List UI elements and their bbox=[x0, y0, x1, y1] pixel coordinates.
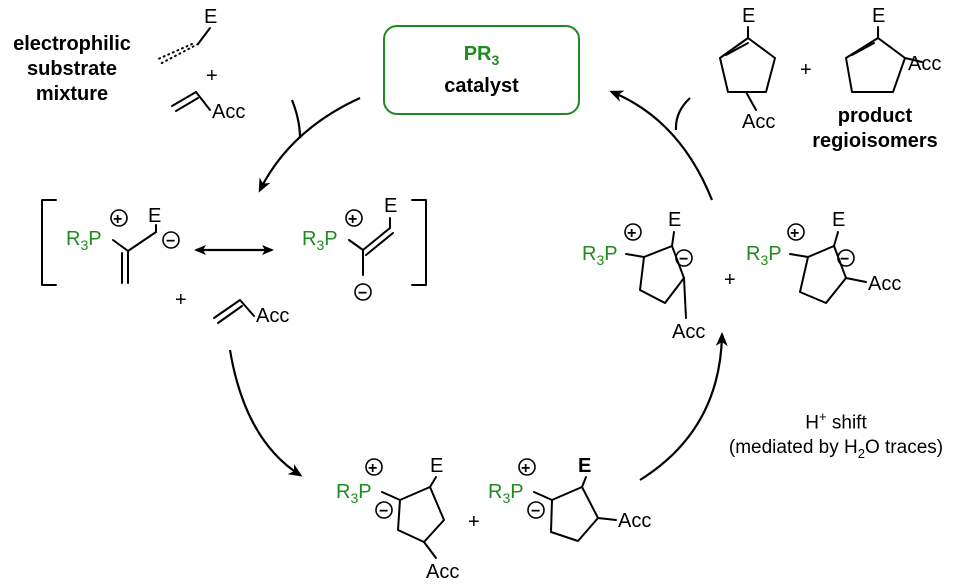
y1-minus-charge: − bbox=[679, 251, 688, 268]
y1-plus-charge: + bbox=[627, 225, 636, 242]
zA-E-label: E bbox=[148, 205, 161, 227]
catalyst-formula: PR3 bbox=[463, 43, 500, 68]
c1-minus-charge: − bbox=[379, 503, 388, 520]
product-regioisomer-2: E Acc bbox=[845, 5, 941, 93]
zA-plus-charge: + bbox=[113, 211, 122, 228]
acrylate2-acc-label: Acc bbox=[256, 305, 289, 327]
c1-plus-charge: + bbox=[368, 460, 377, 477]
allene-substrate: E bbox=[155, 6, 217, 65]
cycle-arrow-to-catalyst bbox=[609, 90, 714, 201]
product1-acc-label: Acc bbox=[742, 111, 775, 133]
products-label: product regioisomers bbox=[790, 104, 960, 154]
acrylate-substrate: Acc bbox=[171, 91, 245, 123]
acrylate-reagent: Acc bbox=[213, 299, 289, 327]
ylide-intermediate-2: R3P + E − Acc bbox=[746, 209, 901, 304]
h-shift-line2: (mediated by H2O traces) bbox=[728, 437, 944, 462]
zB-E-label: E bbox=[384, 195, 397, 217]
zB-plus-charge: + bbox=[348, 211, 357, 228]
c2-E-label: E bbox=[578, 455, 591, 477]
y2-E-label: E bbox=[832, 209, 845, 231]
cycle-arrow-h-shift bbox=[639, 332, 728, 481]
zB-R-label: R3P bbox=[302, 228, 338, 253]
zA-minus-charge: − bbox=[166, 233, 175, 250]
products-label-line1: product bbox=[837, 105, 913, 127]
y2-plus-charge: + bbox=[790, 225, 799, 242]
substrate-plus: + bbox=[206, 65, 218, 87]
c1-acc-label: Acc bbox=[426, 561, 459, 583]
c2-plus-charge: + bbox=[521, 460, 530, 477]
cycle-arrow-to-zwitterion bbox=[258, 96, 361, 193]
y2-minus-charge: − bbox=[840, 251, 849, 268]
c1-R-label: R3P bbox=[336, 481, 372, 506]
cyclized-intermediate-1: R3P + − E Acc bbox=[336, 455, 459, 583]
y1-E-label: E bbox=[668, 209, 681, 231]
cyclized-plus: + bbox=[468, 511, 480, 533]
h-shift-label: H+ shift (mediated by H2O traces) bbox=[700, 404, 972, 466]
ylide-intermediate-1: R3P + E − Acc bbox=[582, 209, 705, 343]
product1-E-label: E bbox=[742, 5, 755, 27]
substrate-label-line1: electrophilic bbox=[13, 33, 131, 55]
y1-acc-label: Acc bbox=[672, 321, 705, 343]
acrylate-acc-label: Acc bbox=[212, 101, 245, 123]
c2-minus-charge: − bbox=[531, 503, 540, 520]
cyclized-intermediate-2: R3P + − E Acc bbox=[488, 455, 651, 542]
catalyst-label: catalyst bbox=[444, 75, 519, 97]
substrate-entry-hook bbox=[290, 99, 302, 139]
ylides-plus: + bbox=[724, 269, 736, 291]
product-exit-hook bbox=[674, 97, 691, 131]
allene-E-label: E bbox=[204, 6, 217, 28]
product2-E-label: E bbox=[872, 5, 885, 27]
c2-R-label: R3P bbox=[488, 481, 524, 506]
y2-acc-label: Acc bbox=[868, 273, 901, 295]
zA-R-label: R3P bbox=[66, 228, 102, 253]
cycle-arrow-to-cyclization bbox=[228, 349, 303, 477]
zwitterion-resonance: R3P + E − R3P + E − bbox=[41, 195, 427, 302]
c2-acc-label: Acc bbox=[618, 510, 651, 532]
substrate-label-line2: substrate bbox=[26, 58, 118, 80]
product2-acc-label: Acc bbox=[908, 53, 941, 75]
h-shift-line1: H+ shift bbox=[805, 409, 867, 434]
products-label-line2: regioisomers bbox=[812, 130, 938, 152]
c1-E-label: E bbox=[430, 455, 443, 477]
catalyst-box: PR3 catalyst bbox=[383, 25, 580, 115]
zwitterion-plus: + bbox=[175, 289, 187, 311]
products-plus: + bbox=[800, 59, 812, 81]
y1-R-label: R3P bbox=[582, 243, 618, 268]
product-regioisomer-1: E Acc bbox=[719, 5, 776, 133]
y2-R-label: R3P bbox=[746, 243, 782, 268]
substrate-label: electrophilic substrate mixture bbox=[2, 32, 142, 107]
zB-minus-charge: − bbox=[358, 285, 367, 302]
substrate-label-line3: mixture bbox=[35, 83, 109, 105]
